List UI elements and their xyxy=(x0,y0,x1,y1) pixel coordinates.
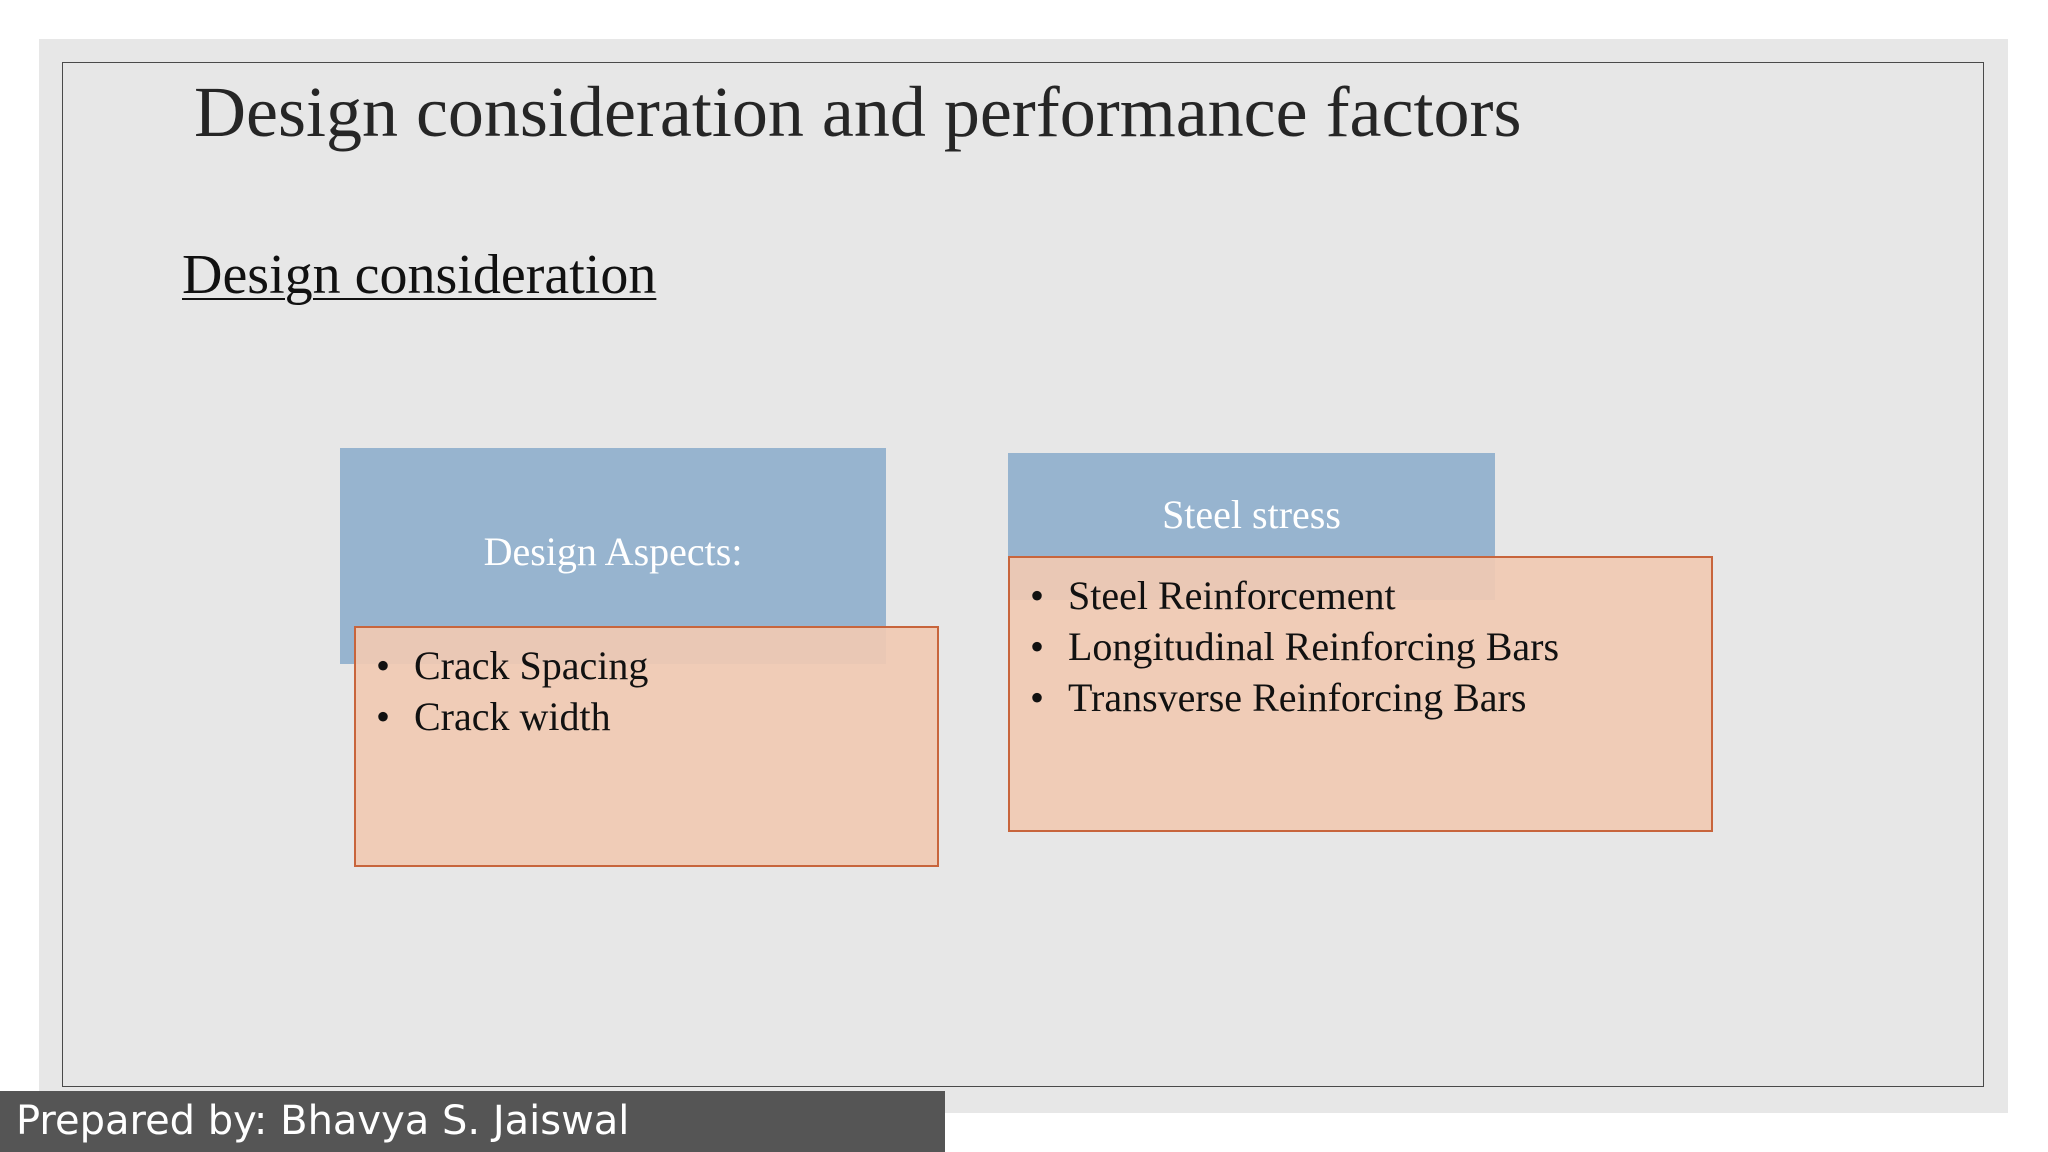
slide-frame xyxy=(62,62,1984,1087)
list-item: Transverse Reinforcing Bars xyxy=(1026,672,1711,723)
list-item: Crack width xyxy=(372,691,937,742)
footer-text: Prepared by: Bhavya S. Jaiswal xyxy=(16,1098,630,1144)
list-item: Crack Spacing xyxy=(372,640,937,691)
slide-title: Design consideration and performance fac… xyxy=(194,72,1522,152)
steel-stress-header: Steel stress xyxy=(1162,492,1341,537)
design-aspects-content-box: Crack Spacing Crack width xyxy=(354,626,939,867)
section-subtitle: Design consideration xyxy=(182,244,657,306)
list-item: Longitudinal Reinforcing Bars xyxy=(1026,621,1711,672)
design-aspects-header: Design Aspects: xyxy=(483,529,743,574)
design-aspects-list: Crack Spacing Crack width xyxy=(372,640,937,742)
slide: Design consideration and performance fac… xyxy=(39,39,2008,1113)
steel-stress-list: Steel Reinforcement Longitudinal Reinfor… xyxy=(1026,570,1711,723)
steel-stress-content-box: Steel Reinforcement Longitudinal Reinfor… xyxy=(1008,556,1713,832)
list-item: Steel Reinforcement xyxy=(1026,570,1711,621)
footer-banner: Prepared by: Bhavya S. Jaiswal xyxy=(0,1091,945,1152)
